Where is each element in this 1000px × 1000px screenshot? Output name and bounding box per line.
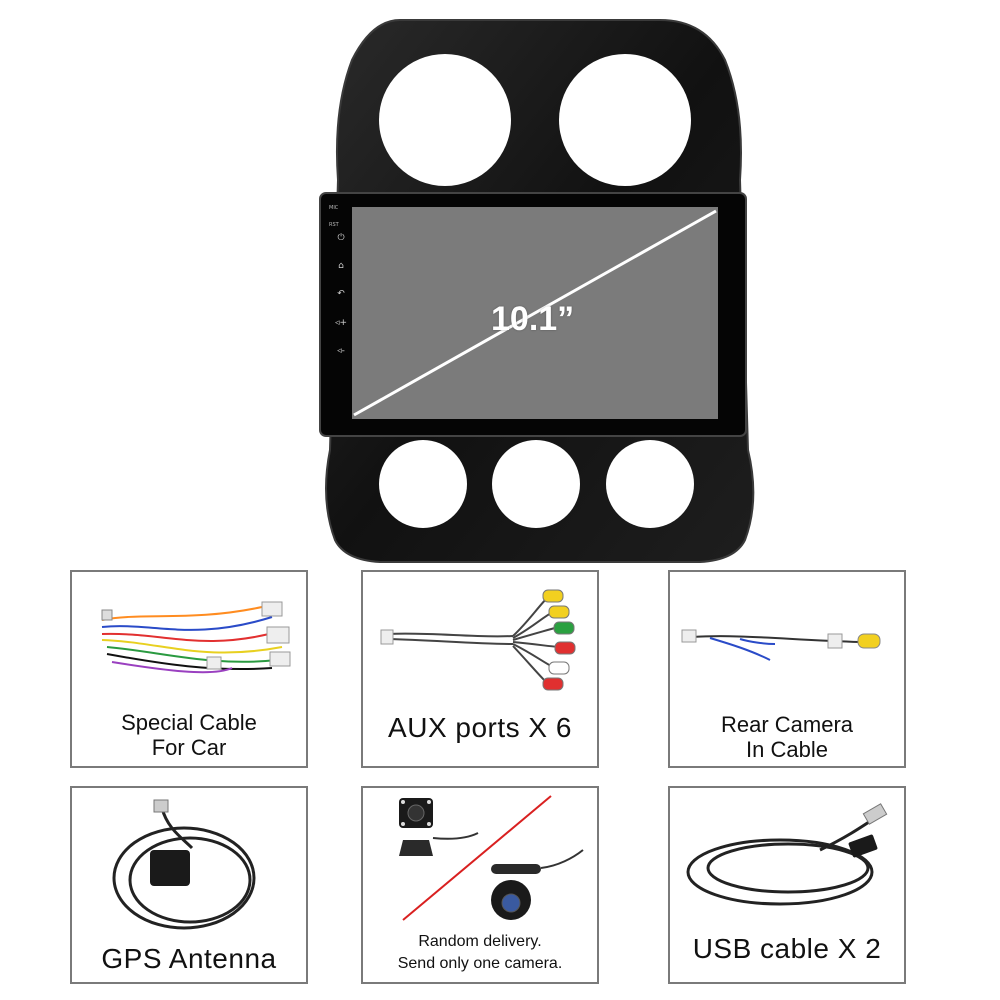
screen-size-label: 10.1”	[491, 300, 575, 338]
side-button-strip: MIC RST ⏻ ⌂ ↶ ◃+ ◃-	[325, 200, 353, 430]
caption: AUX ports X 6	[363, 712, 597, 744]
head-unit-frame	[319, 19, 755, 563]
vent-bottom-right	[606, 440, 694, 528]
wiring-harness-icon	[101, 601, 291, 674]
camera-cable-icon	[681, 629, 881, 661]
mic-icon[interactable]: MIC	[329, 205, 339, 211]
accessory-usb-cable: USB cable X 2	[668, 786, 906, 984]
rca-cable-icon	[380, 589, 576, 691]
volume-up-icon[interactable]: ◃+	[334, 318, 348, 328]
caption-line: Rear Camera	[720, 712, 854, 737]
caption: GPS Antenna	[72, 943, 306, 975]
accessory-aux-ports: AUX ports X 6	[361, 570, 599, 768]
power-icon[interactable]: ⏻	[337, 233, 345, 243]
caption-line: In Cable	[746, 737, 828, 762]
diagonal-line	[353, 209, 717, 417]
vent-bottom-center	[492, 440, 580, 528]
back-icon[interactable]: ↶	[337, 289, 345, 299]
caption-line: USB cable X 2	[692, 933, 882, 964]
gps-antenna-icon	[112, 799, 256, 930]
caption-line: Send only one camera.	[397, 955, 563, 972]
caption-line: AUX ports X 6	[388, 712, 572, 743]
camera-icon	[399, 795, 584, 921]
vent-top-left	[379, 54, 511, 186]
caption-line: GPS Antenna	[101, 943, 277, 974]
vent-bottom-left	[379, 440, 467, 528]
accessory-special-cable: Special Cable For Car	[70, 570, 308, 768]
caption: Random delivery. Send only one camera.	[363, 931, 597, 975]
home-icon[interactable]: ⌂	[338, 261, 344, 271]
volume-down-icon[interactable]: ◃-	[337, 346, 345, 356]
accessory-gps-antenna: GPS Antenna	[70, 786, 308, 984]
accessory-rear-camera-cable: Rear Camera In Cable	[668, 570, 906, 768]
vent-top-right	[559, 54, 691, 186]
usb-cable-icon	[686, 803, 888, 906]
caption-line: Special Cable	[121, 710, 257, 735]
caption: Rear Camera In Cable	[670, 712, 904, 762]
caption-line: For Car	[151, 735, 227, 760]
caption: Special Cable For Car	[72, 710, 306, 760]
caption-line: Random delivery.	[418, 933, 542, 950]
accessory-camera: Random delivery. Send only one camera.	[361, 786, 599, 984]
caption: USB cable X 2	[670, 933, 904, 965]
reset-icon[interactable]: RST	[329, 222, 339, 228]
